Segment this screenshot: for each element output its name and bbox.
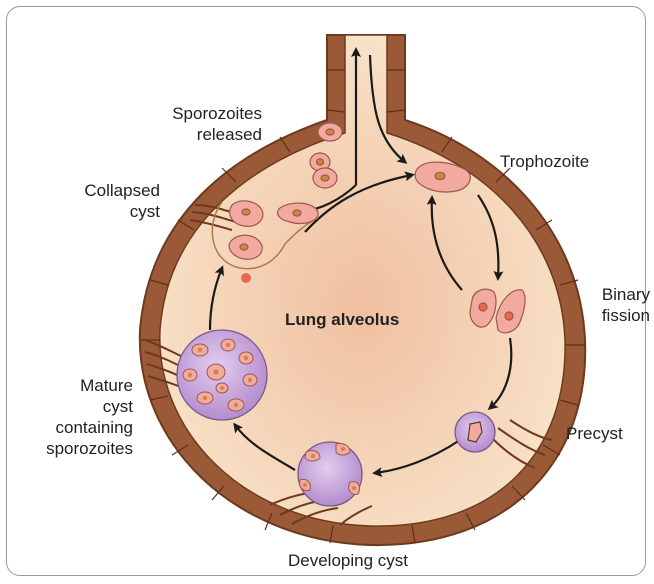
label-trophozoite: Trophozoite	[500, 151, 589, 172]
label-collapsed-cyst: Collapsed cyst	[40, 180, 160, 222]
collapsed-cyst-remnant	[241, 273, 251, 283]
label-sporozoites-released: Sporozoites released	[142, 103, 262, 145]
label-developing-cyst: Developing cyst	[288, 550, 408, 571]
developing-cyst	[298, 442, 362, 506]
mature-cyst	[177, 330, 267, 420]
label-binary-fission: Binary fission	[578, 284, 650, 326]
precyst-cell	[455, 412, 495, 452]
label-mature-cyst: Mature cyst containing sporozoites	[10, 375, 133, 459]
label-lung-alveolus: Lung alveolus	[285, 310, 399, 330]
label-precyst: Precyst	[566, 423, 623, 444]
